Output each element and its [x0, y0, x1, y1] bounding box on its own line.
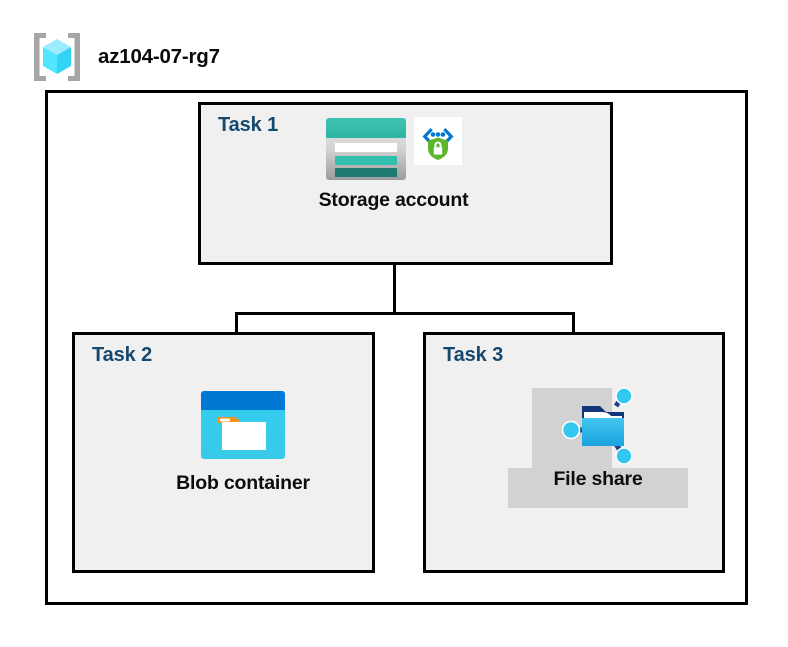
connector-horizontal-bus [235, 312, 575, 315]
storage-account-icon-row [325, 117, 462, 181]
storage-account-icon [325, 117, 407, 181]
file-share-icon [556, 386, 640, 468]
task-2-label: Task 2 [92, 344, 153, 366]
node-blob-container[interactable]: Blob container [153, 390, 333, 495]
task-1-label: Task 1 [218, 114, 279, 136]
resource-group-header: az104-07-rg7 [30, 26, 350, 88]
azure-resource-group-icon [30, 30, 84, 84]
blob-container-caption: Blob container [176, 472, 310, 494]
secure-transfer-shield-icon [414, 117, 462, 165]
file-share-caption: File share [553, 468, 643, 490]
node-storage-account[interactable]: Storage account [281, 117, 506, 212]
resource-group-title: az104-07-rg7 [98, 45, 220, 68]
node-file-share[interactable]: File share [508, 386, 688, 491]
file-share-icon-row [556, 386, 640, 468]
storage-account-caption: Storage account [318, 189, 469, 211]
file-share-label-highlight [508, 468, 688, 508]
blob-container-icon-row [200, 390, 286, 460]
connector-storage-to-bus [393, 265, 396, 315]
blob-container-icon [200, 390, 286, 460]
task-3-label: Task 3 [443, 344, 504, 366]
